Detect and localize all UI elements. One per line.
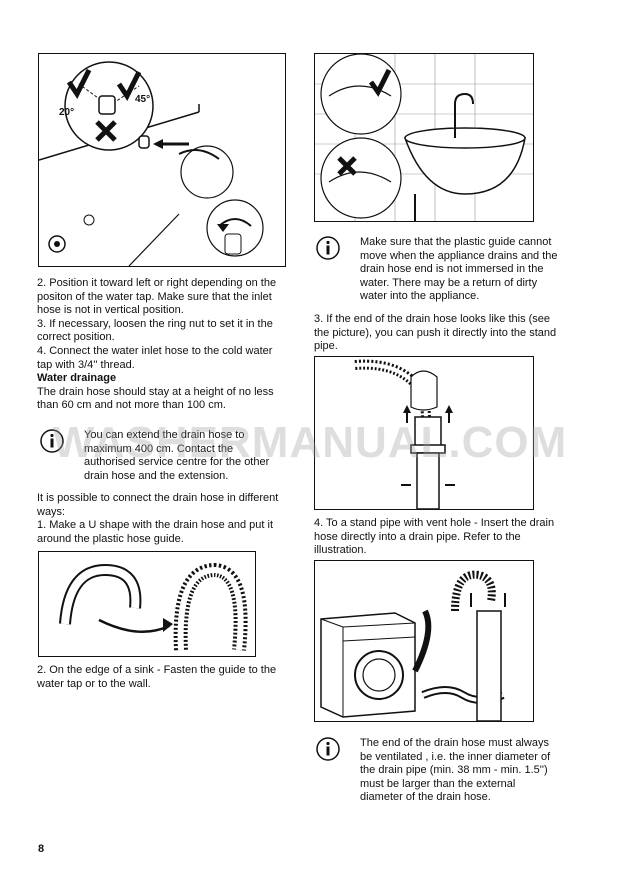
figure-inlet-hose: 20° 45° (38, 53, 286, 267)
check-icon (368, 68, 392, 97)
vent-step: 4. To a stand pipe with vent hole - Inse… (314, 517, 566, 558)
sink-illustration (315, 54, 533, 221)
check-icon (66, 68, 92, 99)
note-guide-text: Make sure that the plastic guide cannot … (360, 236, 558, 303)
note-plastic-guide: Make sure that the plastic guide cannot … (316, 236, 566, 306)
section-heading-water-drainage: Water drainage (37, 372, 117, 385)
drain-ways-text: It is possible to connect the drain hose… (37, 492, 279, 518)
stand-pipe-step: 3. If the end of the drain hose looks li… (314, 313, 566, 354)
watermark: WASHERMANUAL.COM (52, 418, 568, 467)
note-ventilated: The end of the drain hose must always be… (316, 737, 566, 807)
u-shape-illustration (59, 562, 248, 651)
washing-machine-illustration (320, 570, 506, 721)
note-extend-text: You can extend the drain hose to maximum… (84, 429, 270, 482)
angle-right-label: 45° (135, 94, 151, 105)
step-vent-hole: 4. To a stand pipe with vent hole - Inse… (314, 517, 555, 557)
step-u-shape: 1. Make a U shape with the drain hose an… (37, 519, 274, 545)
step-connect-tap: 4. Connect the water inlet hose to the c… (37, 344, 273, 371)
cross-icon (337, 156, 357, 176)
step-stand-pipe: 3. If the end of the drain hose looks li… (314, 313, 557, 353)
figure-sink (314, 53, 534, 222)
inlet-hose-illustration (39, 61, 264, 266)
figure-u-shape (38, 551, 256, 657)
info-icon (316, 236, 340, 260)
note-ventilated-text: The end of the drain hose must always be… (360, 737, 551, 804)
cross-icon (95, 120, 117, 142)
check-icon (116, 70, 142, 101)
figure-stand-pipe (314, 356, 534, 510)
info-icon (316, 737, 340, 761)
drain-height-text: The drain hose should stay at a height o… (37, 385, 274, 412)
inlet-steps: 2. Position it toward left or right depe… (37, 277, 289, 413)
stand-pipe-illustration (354, 359, 455, 509)
angle-left-label: 20° (59, 107, 75, 118)
step-position: 2. Position it toward left or right depe… (37, 277, 277, 317)
note-extend-hose: You can extend the drain hose to maximum… (40, 429, 290, 485)
step-ring-nut: 3. If necessary, loosen the ring nut to … (37, 317, 273, 344)
step-sink: 2. On the edge of a sink - Fasten the gu… (37, 664, 277, 690)
page-number: 8 (38, 843, 45, 855)
figure-washing-machine (314, 560, 534, 722)
sink-step: 2. On the edge of a sink - Fasten the gu… (37, 664, 289, 691)
info-icon (40, 429, 64, 453)
drain-ways: It is possible to connect the drain hose… (37, 492, 289, 546)
